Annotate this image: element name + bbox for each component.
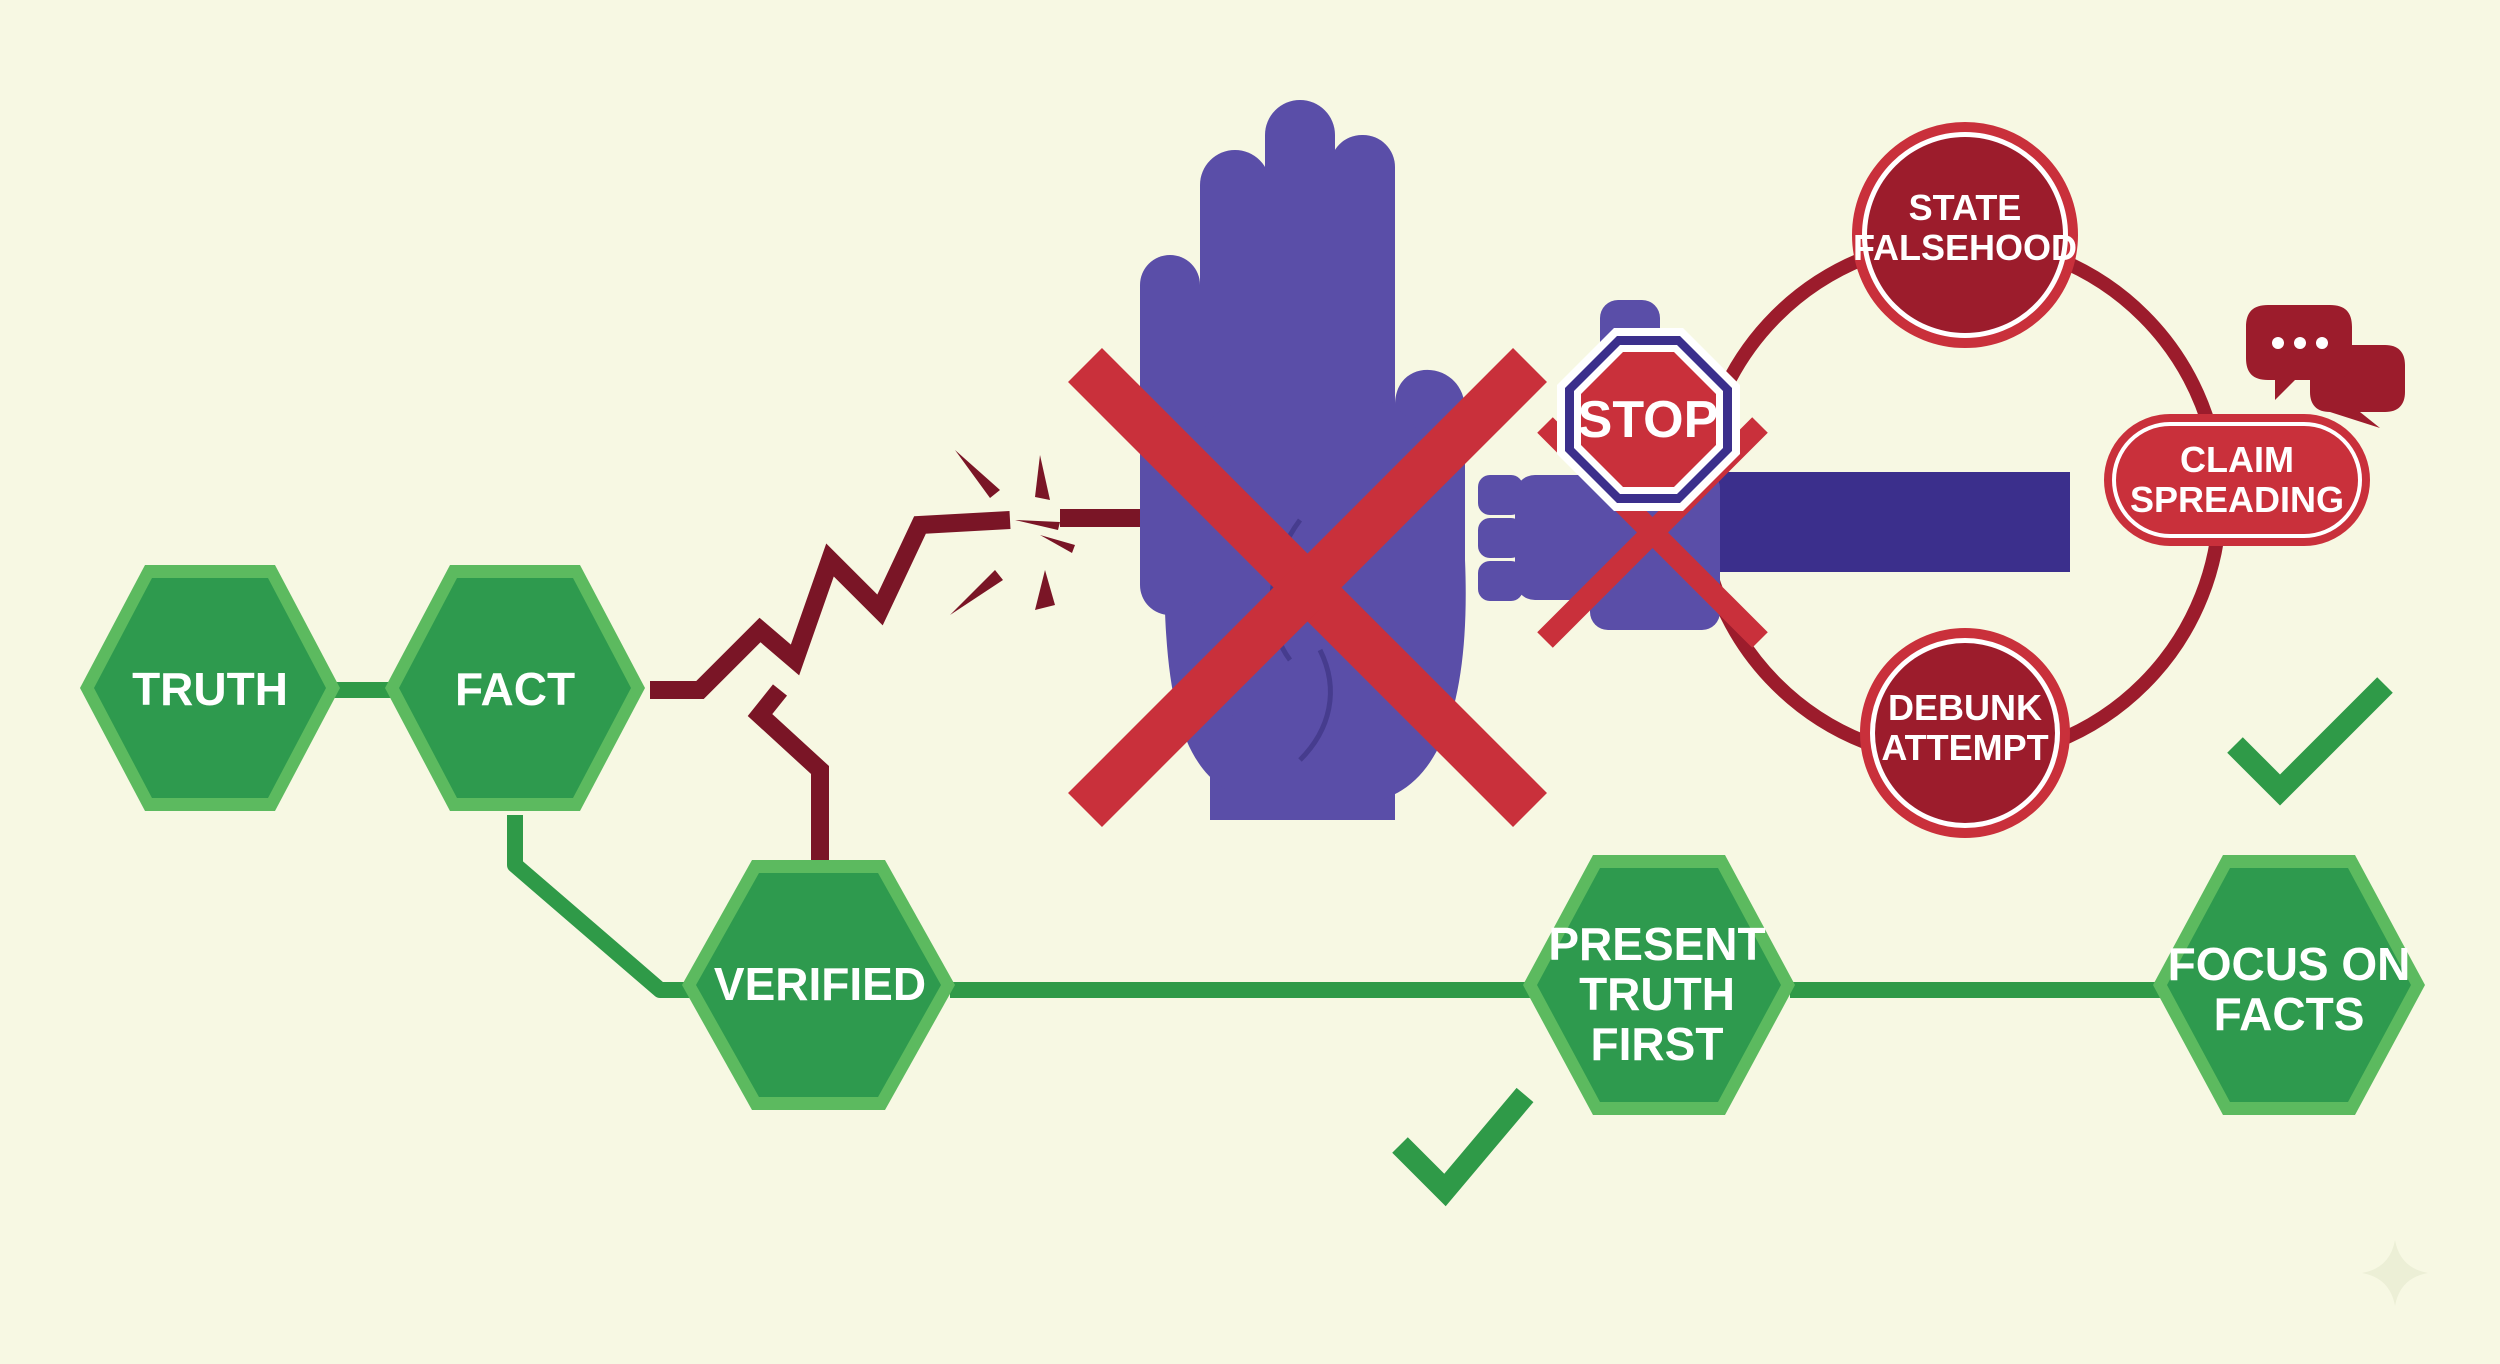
checkmark-icon-2 [2227, 677, 2393, 806]
speech-bubbles-icon [2246, 305, 2405, 428]
verified-label: VERIFIED [714, 958, 926, 1010]
truth-label: TRUTH [132, 663, 288, 715]
hex-node-truth: TRUTH [80, 565, 340, 811]
stop-sign-label: STOP [1578, 391, 1719, 449]
focus-on-facts-label: FOCUS ON [2168, 938, 2411, 990]
debunk-attempt-label: DEBUNK [1888, 687, 2042, 728]
hex-node-verified: VERIFIED [682, 860, 955, 1110]
hex-node-present-truth-first: PRESENT TRUTH FIRST [1523, 855, 1795, 1115]
cycle-node-debunk-attempt: DEBUNK ATTEMPT [1860, 628, 2070, 838]
break-spark-icon [950, 450, 1075, 615]
checkmark-icon [1392, 1087, 1534, 1207]
cycle-node-claim-spreading: CLAIM SPREADING [2104, 414, 2370, 546]
stop-sign-icon: STOP [1557, 328, 1740, 511]
falsehood-path [650, 509, 1150, 870]
svg-text:FALSEHOOD: FALSEHOOD [1853, 227, 2077, 268]
present-truth-first-label: PRESENT [1548, 918, 1765, 970]
svg-text:SPREADING: SPREADING [2130, 479, 2344, 520]
svg-text:FIRST: FIRST [1591, 1018, 1724, 1070]
svg-text:TRUTH: TRUTH [1579, 968, 1735, 1020]
svg-text:FACTS: FACTS [2214, 988, 2365, 1040]
cross-icon [1068, 348, 1547, 827]
fact-label: FACT [455, 663, 575, 715]
sparkle-icon [2362, 1240, 2428, 1306]
cycle-node-state-falsehood: STATE FALSEHOOD [1852, 122, 2078, 348]
state-falsehood-label: STATE [1909, 187, 2022, 228]
claim-spreading-label: CLAIM [2180, 439, 2294, 480]
hex-node-fact: FACT [385, 565, 645, 811]
hex-node-focus-on-facts: FOCUS ON FACTS [2153, 855, 2425, 1115]
svg-text:ATTEMPT: ATTEMPT [1881, 727, 2048, 768]
